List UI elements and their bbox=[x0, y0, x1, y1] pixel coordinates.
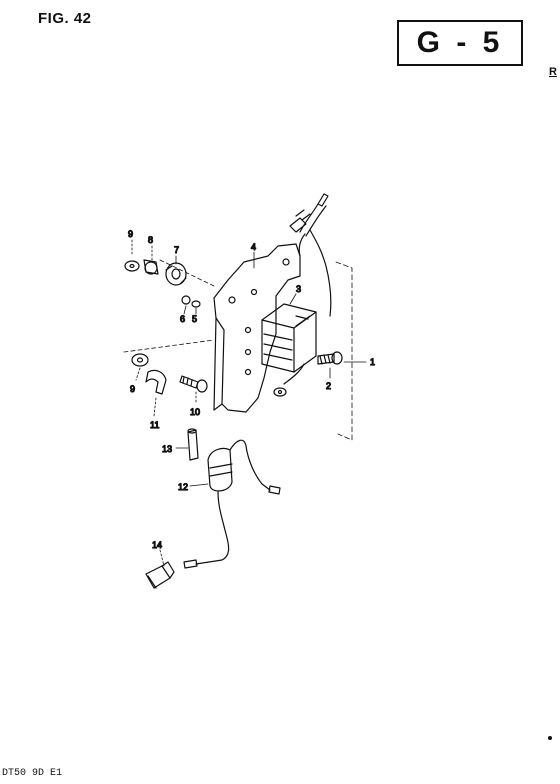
mounting-bracket bbox=[213, 243, 301, 413]
callout-12: 12 bbox=[178, 482, 188, 492]
callout-2: 2 bbox=[326, 381, 331, 391]
bolt-part-2 bbox=[317, 351, 343, 365]
edge-mark: R bbox=[549, 66, 557, 78]
callout-13: 13 bbox=[162, 444, 172, 454]
page-code-box: G - 5 bbox=[397, 20, 523, 66]
callout-4: 4 bbox=[251, 242, 256, 252]
callout-10: 10 bbox=[190, 407, 200, 417]
rectifier-unit bbox=[261, 303, 317, 397]
callout-11: 11 bbox=[150, 420, 159, 430]
callout-7: 7 bbox=[174, 245, 179, 255]
wire-harness-top bbox=[289, 193, 332, 317]
callout-9-bottom: 9 bbox=[130, 384, 135, 394]
leader-lines bbox=[123, 239, 367, 567]
connector-part-14 bbox=[145, 561, 175, 589]
callout-3: 3 bbox=[296, 284, 301, 294]
fuse-and-holder bbox=[183, 428, 281, 569]
callout-6: 6 bbox=[180, 314, 185, 324]
grommet-assembly bbox=[124, 259, 201, 308]
callout-9-top: 9 bbox=[128, 229, 133, 239]
clamp-assembly bbox=[131, 353, 208, 395]
figure-number: FIG. 42 bbox=[38, 10, 92, 27]
callout-5: 5 bbox=[192, 314, 197, 324]
callout-14: 14 bbox=[152, 540, 162, 550]
callout-1: 1 bbox=[370, 357, 375, 367]
model-code: DT50 9D E1 bbox=[2, 768, 63, 779]
page-dot bbox=[548, 736, 552, 740]
callout-8: 8 bbox=[148, 235, 153, 245]
